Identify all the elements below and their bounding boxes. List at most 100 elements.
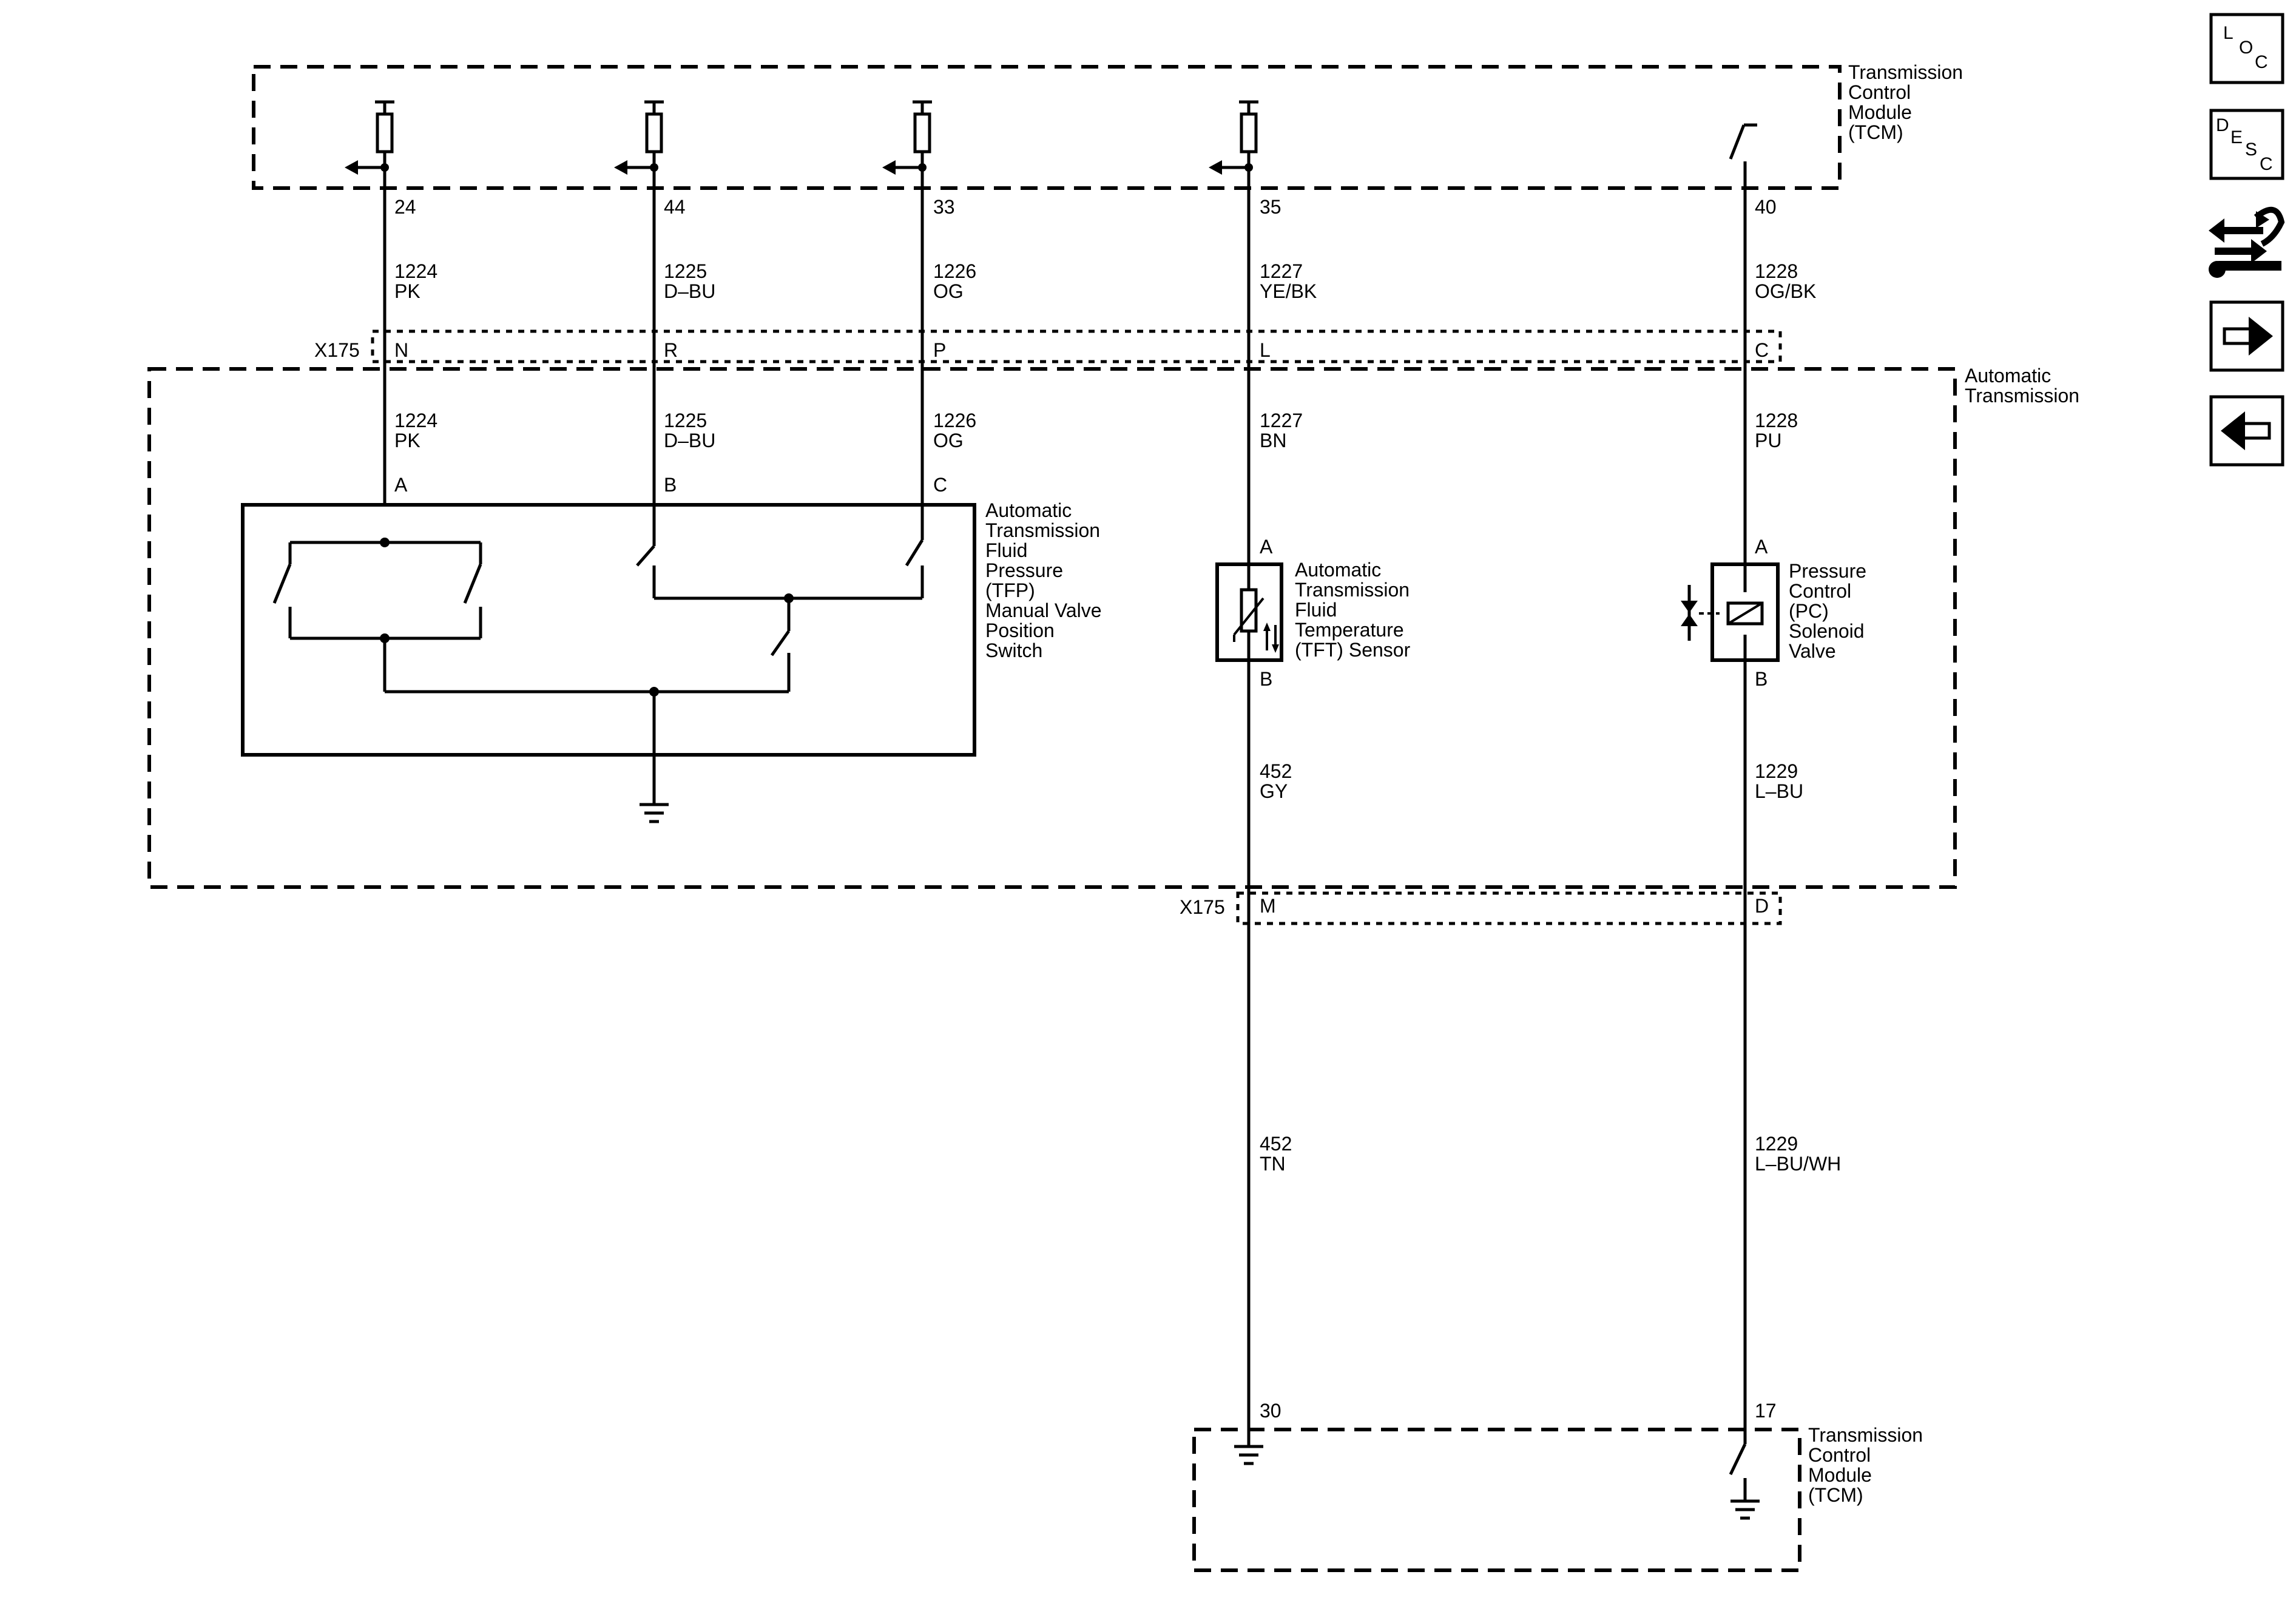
svg-text:OG/BK: OG/BK: [1755, 280, 1816, 302]
svg-text:1225: 1225: [664, 410, 707, 431]
connector-top-pin-labels: N R P L C: [394, 339, 1769, 361]
svg-text:PK: PK: [394, 430, 420, 451]
svg-text:D–BU: D–BU: [664, 430, 715, 451]
svg-text:Control: Control: [1848, 81, 1911, 103]
svg-text:1226: 1226: [933, 260, 976, 282]
svg-text:TN: TN: [1260, 1153, 1286, 1175]
svg-text:B: B: [1260, 668, 1272, 690]
svg-text:P: P: [933, 339, 946, 361]
lower-wire-labels: 1224 PK 1225 D–BU 1226 OG 1227 BN 1228 P…: [394, 410, 1798, 451]
arrow-left-icon: [2221, 411, 2271, 450]
component-pin-labels: A B C A A B B: [394, 474, 1768, 690]
svg-text:OG: OG: [933, 430, 964, 451]
return-wire-labels: 452 GY 1229 L–BU M D 452 TN 1229 L–BU/WH…: [1260, 760, 1841, 1422]
tcm-pullup-44: [614, 100, 664, 175]
svg-text:Solenoid: Solenoid: [1789, 620, 1865, 642]
tcm-pullup-33: [882, 100, 932, 175]
svg-text:Pressure: Pressure: [1789, 560, 1866, 582]
svg-text:30: 30: [1260, 1400, 1281, 1422]
tcm-bottom-label: Transmission Control Module (TCM): [1808, 1424, 1923, 1506]
prev-page-button[interactable]: [2209, 395, 2284, 467]
arrow-right-icon: [2223, 317, 2273, 356]
svg-text:S: S: [2245, 140, 2257, 160]
svg-text:24: 24: [394, 196, 416, 218]
svg-text:B: B: [664, 474, 677, 496]
pc-solenoid: [1681, 562, 1780, 662]
svg-text:A: A: [1755, 536, 1768, 558]
tfp-switch-label: Automatic Transmission Fluid Pressure (T…: [985, 499, 1102, 661]
svg-text:N: N: [394, 339, 408, 361]
svg-text:33: 33: [933, 196, 955, 218]
svg-text:(TFT) Sensor: (TFT) Sensor: [1295, 639, 1411, 661]
svg-text:Control: Control: [1808, 1444, 1871, 1466]
automatic-transmission-label: Automatic Transmission: [1965, 365, 2079, 407]
svg-text:Transmission: Transmission: [985, 519, 1100, 541]
svg-text:Automatic: Automatic: [1965, 365, 2051, 387]
svg-text:Transmission: Transmission: [1808, 1424, 1923, 1446]
tfp-switch: [241, 503, 976, 805]
svg-text:Temperature: Temperature: [1295, 619, 1404, 641]
connector-x175-bottom: [1236, 891, 1782, 925]
svg-text:1228: 1228: [1755, 260, 1798, 282]
svg-text:1228: 1228: [1755, 410, 1798, 431]
tcm-top-label: Transmission Control Module (TCM): [1848, 61, 1963, 143]
svg-text:1225: 1225: [664, 260, 707, 282]
svg-text:44: 44: [664, 196, 686, 218]
next-page-button[interactable]: [2209, 300, 2284, 372]
svg-text:1229: 1229: [1755, 1133, 1798, 1155]
svg-text:E: E: [2230, 127, 2243, 147]
svg-text:L–BU: L–BU: [1755, 780, 1803, 802]
svg-text:C: C: [933, 474, 947, 496]
loc-button[interactable]: L O C: [2209, 13, 2284, 84]
svg-text:Module: Module: [1848, 101, 1912, 123]
automatic-transmission-boundary: [147, 367, 1957, 889]
svg-text:Automatic: Automatic: [985, 499, 1072, 521]
svg-text:40: 40: [1755, 196, 1777, 218]
svg-text:C: C: [2255, 52, 2268, 72]
svg-text:Valve: Valve: [1789, 640, 1836, 662]
svg-text:1227: 1227: [1260, 260, 1303, 282]
svg-text:1226: 1226: [933, 410, 976, 431]
tcm-low-side-switch-17: [1729, 1443, 1760, 1520]
svg-text:Transmission: Transmission: [1965, 385, 2079, 407]
svg-text:PU: PU: [1755, 430, 1781, 451]
svg-text:R: R: [664, 339, 678, 361]
connector-x175-top: [371, 329, 1782, 363]
svg-text:L–BU/WH: L–BU/WH: [1755, 1153, 1841, 1175]
svg-text:452: 452: [1260, 1133, 1292, 1155]
svg-text:(TCM): (TCM): [1808, 1484, 1863, 1506]
svg-text:Module: Module: [1808, 1464, 1872, 1486]
svg-text:1224: 1224: [394, 410, 437, 431]
svg-text:35: 35: [1260, 196, 1281, 218]
connector-x175-top-label: X175: [314, 339, 360, 361]
svg-text:A: A: [1260, 536, 1273, 558]
svg-text:Pressure: Pressure: [985, 559, 1063, 581]
tcm-top-boundary: [252, 65, 1842, 190]
svg-text:PK: PK: [394, 280, 420, 302]
tcm-bottom-boundary: [1192, 1428, 1801, 1572]
svg-text:M: M: [1260, 895, 1276, 917]
svg-text:L: L: [2223, 23, 2234, 43]
svg-text:1227: 1227: [1260, 410, 1303, 431]
tcm-pullup-35: [1209, 100, 1258, 175]
wrench-arrows-icon[interactable]: [2209, 206, 2285, 278]
svg-text:Fluid: Fluid: [1295, 599, 1337, 621]
tft-sensor: [1215, 562, 1283, 662]
svg-text:Fluid: Fluid: [985, 539, 1027, 561]
svg-text:B: B: [1755, 668, 1768, 690]
desc-button[interactable]: D E S C: [2209, 109, 2284, 180]
svg-text:O: O: [2239, 38, 2253, 58]
svg-text:Transmission: Transmission: [1848, 61, 1963, 83]
svg-text:YE/BK: YE/BK: [1260, 280, 1317, 302]
svg-text:Transmission: Transmission: [1295, 579, 1410, 601]
svg-text:D: D: [1755, 895, 1769, 917]
tcm-pin-labels: 24 44 33 35 40: [394, 196, 1777, 218]
svg-text:D: D: [2216, 115, 2229, 135]
ground-symbol-tcm-30: [1234, 1445, 1263, 1465]
svg-text:1224: 1224: [394, 260, 437, 282]
upper-wire-labels: 1224 PK 1225 D–BU 1226 OG 1227 YE/BK 122…: [394, 260, 1816, 302]
svg-text:(TCM): (TCM): [1848, 121, 1903, 143]
svg-text:C: C: [2260, 154, 2273, 174]
svg-text:452: 452: [1260, 760, 1292, 782]
